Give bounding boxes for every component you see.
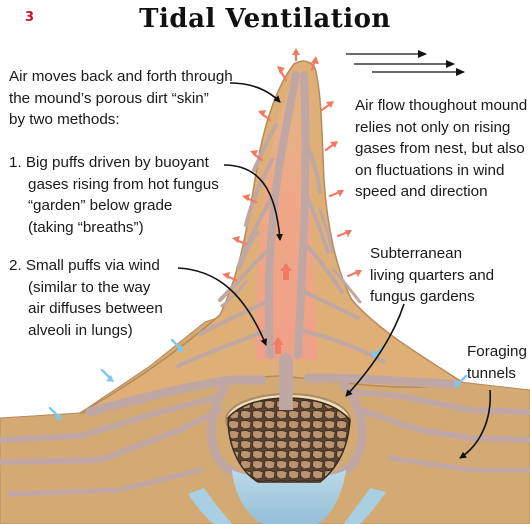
method-2-line: (similar to the way [9,277,163,299]
intro-label: Air moves back and forth through the mou… [9,66,233,131]
air-flow-label: Air flow thoughout mound relies not only… [355,95,527,203]
method-1-line: “garden” below grade [9,195,219,217]
air-flow-line: gases from nest, but also [355,138,527,160]
air-flow-line: Air flow thoughout mound [355,95,527,117]
subterranean-label: Subterranean living quarters and fungus … [370,243,494,308]
foraging-line: Foraging [467,341,527,363]
air-flow-line: speed and direction [355,181,527,203]
intro-line: the mound’s porous dirt “skin” [9,88,233,110]
foraging-line: tunnels [467,363,527,385]
central-chimney [279,358,293,410]
method-1-line: 1. Big puffs driven by buoyant [9,152,219,174]
fungus-garden-comb [228,398,350,482]
subterranean-line: living quarters and [370,265,494,287]
intro-line: by two methods: [9,109,233,131]
diagram-title: Tidal Ventilation [0,4,530,34]
method-2-line: alveoli in lungs) [9,320,163,342]
subterranean-line: Subterranean [370,243,494,265]
subterranean-line: fungus gardens [370,286,494,308]
air-flow-line: on fluctuations in wind [355,160,527,182]
wind-arrows [346,54,464,72]
method-2-line: 2. Small puffs via wind [9,255,163,277]
intro-line: Air moves back and forth through [9,66,233,88]
method-1-line: gases rising from hot fungus [9,174,219,196]
air-flow-line: relies not only on rising [355,117,527,139]
method-2-label: 2. Small puffs via wind (similar to the … [9,255,163,341]
method-2-line: air diffuses between [9,298,163,320]
method-1-label: 1. Big puffs driven by buoyant gases ris… [9,152,219,238]
method-1-line: (taking “breaths”) [9,217,219,239]
foraging-label: Foraging tunnels [467,341,527,384]
